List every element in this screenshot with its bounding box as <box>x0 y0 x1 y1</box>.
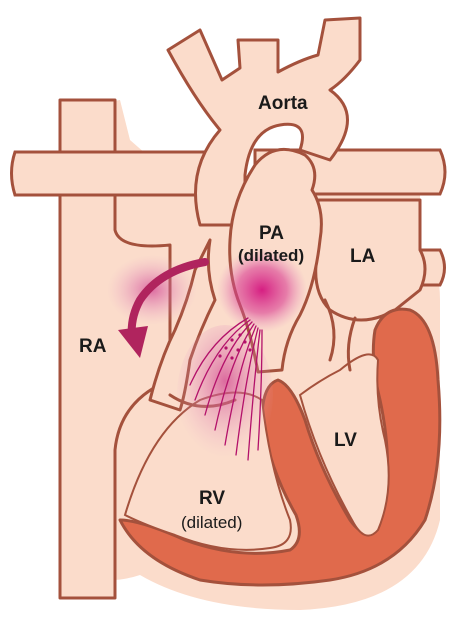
label-ra: RA <box>79 336 106 358</box>
label-lv: LV <box>334 430 357 452</box>
label-la: LA <box>350 246 375 268</box>
label-pa-note: (dilated) <box>238 246 304 266</box>
label-rv-note: (dilated) <box>181 513 242 533</box>
label-rv: RV <box>199 488 225 510</box>
label-pa: PA <box>259 223 284 245</box>
label-aorta: Aorta <box>258 93 308 115</box>
